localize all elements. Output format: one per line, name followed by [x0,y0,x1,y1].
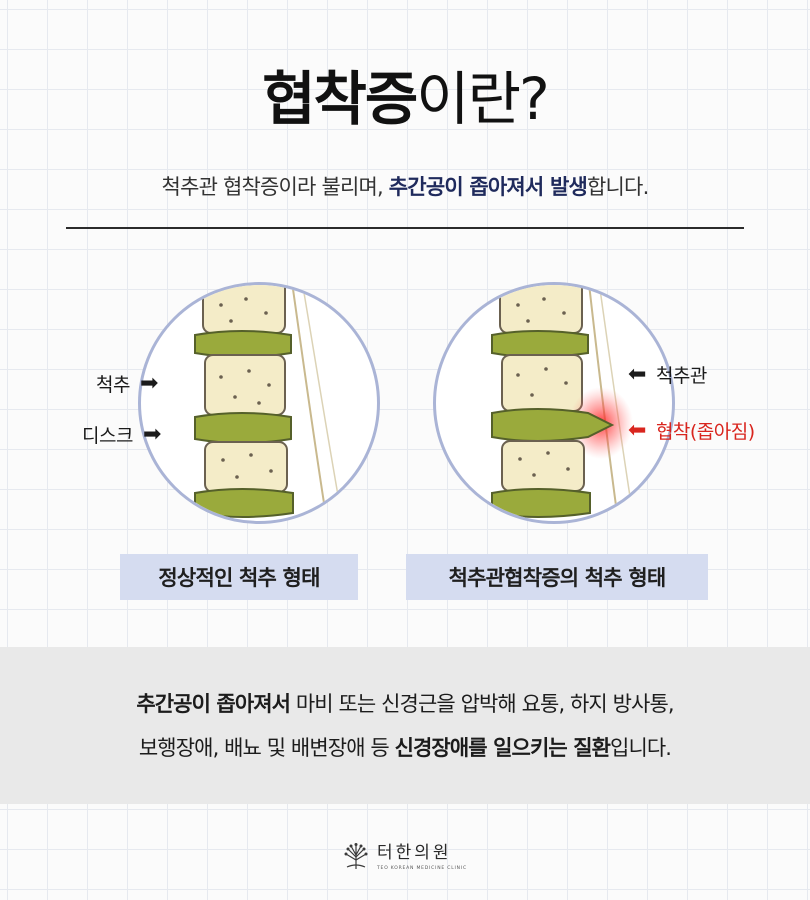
tree-logo-icon [344,843,368,869]
title-bold: 협착증 [262,65,418,133]
arrow-left-icon: ⬅ [628,361,646,387]
spine-label-text: 척추 [96,374,130,396]
clinic-subtitle: TEO KOREAN MEDICINE CLINIC [377,866,467,871]
canal-label-text: 척추관 [655,365,707,387]
arrow-right-icon: ➡ [142,421,161,447]
subtitle-highlight: 추간공이 좁아져서 발생 [388,175,588,199]
description-text-3: 입니다. [610,736,672,760]
description-bold-2: 신경장애를 일으키는 질환 [394,736,611,760]
stenosis-spine-drawing [491,285,635,521]
stenosis-label-text: 협착(좁아짐) [655,421,755,443]
title-regular: 이란? [416,65,550,133]
arrow-right-icon: ➡ [139,370,158,396]
subtitle-part1: 척추관 협착증이라 불리며, [161,175,389,199]
normal-spine-illustration [138,282,380,524]
stenosis-spine-illustration [433,282,675,524]
canal-label: ⬅ 척추관 [628,361,707,388]
description-bold-1: 추간공이 좁아져서 [136,692,291,716]
clinic-name: 터한의원 [377,843,452,863]
disc-label: 디스크 ➡ [82,421,161,448]
stenosis-spine-caption: 척추관협착증의 척추 형태 [406,554,708,600]
title-divider [66,227,744,229]
stenosis-label: ⬅ 협착(좁아짐) [628,417,755,444]
description-text-1: 마비 또는 신경근을 압박해 요통, 하지 방사통, [290,692,675,716]
description-text: 추간공이 좁아져서 마비 또는 신경근을 압박해 요통, 하지 방사통, 보행장… [30,682,780,770]
clinic-logo: 터한의원 TEO KOREAN MEDICINE CLINIC [343,843,467,871]
normal-spine-caption: 정상적인 척추 형태 [120,554,358,600]
normal-spine-drawing [194,285,344,521]
subtitle-part2: 합니다. [587,175,649,199]
subtitle: 척추관 협착증이라 불리며, 추간공이 좁아져서 발생합니다. [0,172,810,202]
description-text-2: 보행장애, 배뇨 및 배변장애 등 [138,736,395,760]
spine-label: 척추 ➡ [96,370,158,397]
description-box [0,647,810,804]
disc-label-text: 디스크 [82,425,133,447]
page-title: 협착증이란? [0,62,810,136]
arrow-left-icon: ⬅ [628,417,646,443]
